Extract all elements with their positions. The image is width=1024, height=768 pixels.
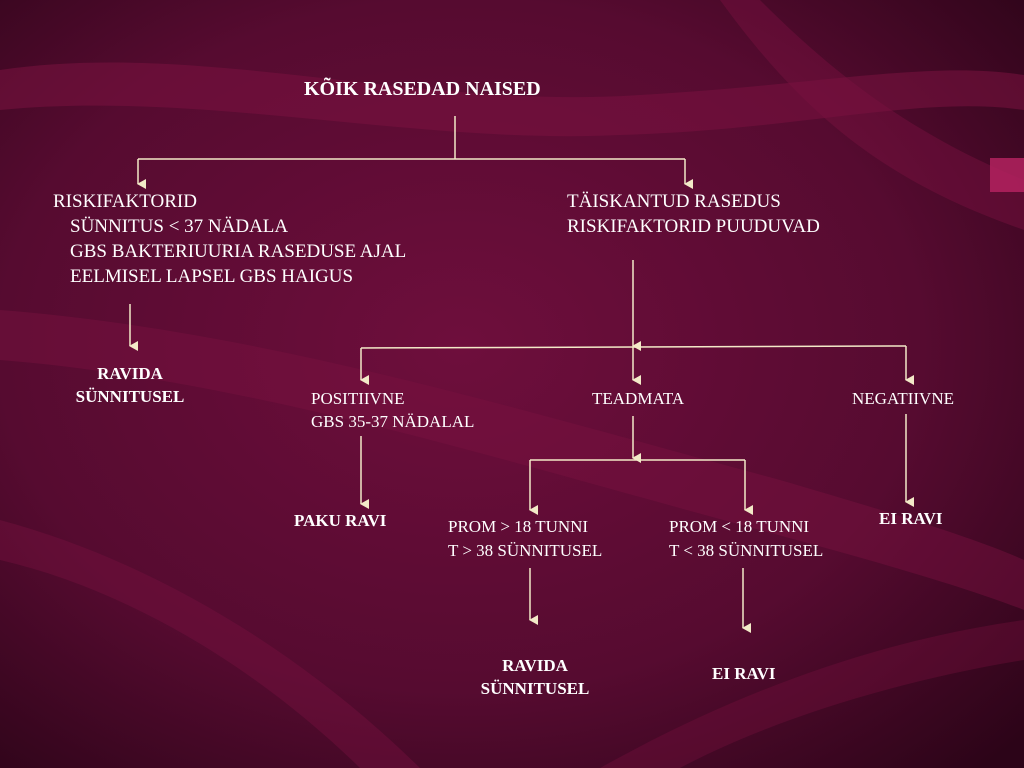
swoosh-middle [0, 310, 1024, 610]
positive-outcome: PAKU RAVI [294, 511, 387, 530]
prom-under-line: T < 38 SÜNNITUSEL [669, 541, 824, 560]
positive-line: POSITIIVNE [311, 389, 405, 408]
swoosh-bottom-right [600, 620, 1024, 768]
risk-factor-item: SÜNNITUS < 37 NÄDALA [70, 216, 289, 237]
outcome-line: RAVIDA [502, 656, 568, 675]
full-term-line: TÄISKANTUD RASEDUS [567, 191, 781, 212]
prom-under-outcome: EI RAVI [712, 664, 776, 683]
positive-line: GBS 35-37 NÄDALAL [311, 412, 475, 431]
swoosh-top [0, 62, 1024, 137]
edge-tab [990, 158, 1024, 192]
outcome-line: RAVIDA [97, 364, 163, 383]
risk-factor-item: GBS BAKTERIUURIA RASEDUSE AJAL [70, 241, 407, 262]
prom-over-line: PROM > 18 TUNNI [448, 517, 589, 536]
outcome-line: SÜNNITUSEL [75, 387, 185, 406]
root-node: KÕIK RASEDAD NAISED [304, 78, 541, 100]
negative-outcome: EI RAVI [879, 509, 943, 528]
risk-factor-item: EELMISEL LAPSEL GBS HAIGUS [70, 266, 354, 287]
swoosh-lower [0, 520, 420, 768]
full-term-line: RISKIFAKTORID PUUDUVAD [567, 216, 820, 237]
gbs-unknown-node: TEADMATA [592, 389, 685, 408]
swoosh-upper-right [720, 0, 1024, 230]
prom-under-line: PROM < 18 TUNNI [669, 517, 810, 536]
gbs-negative-node: NEGATIIVNE [852, 389, 954, 408]
outcome-line: SÜNNITUSEL [480, 679, 590, 698]
risk-factors-heading: RISKIFAKTORID [53, 191, 197, 212]
prom-over-line: T > 38 SÜNNITUSEL [448, 541, 603, 560]
